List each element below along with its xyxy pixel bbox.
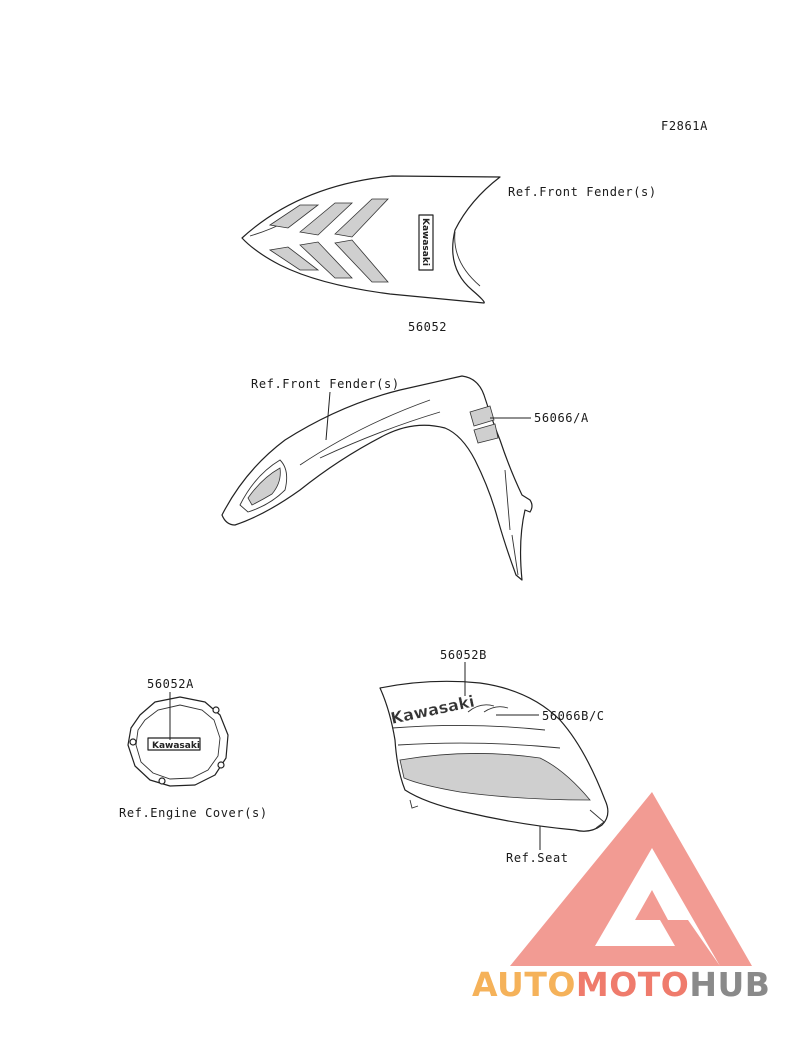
- watermark-text: AUTOMOTOHUB: [472, 965, 770, 1004]
- label-ref-engine-cover: Ref.Engine Cover(s): [119, 806, 268, 820]
- decal-kawasaki-56052: Kawasaki: [420, 218, 430, 266]
- front-fender-side-view: [221, 375, 533, 581]
- engine-cover: Kawasaki: [127, 696, 229, 787]
- watermark-text-hub: HUB: [689, 965, 770, 1004]
- diagram-code: F2861A: [661, 119, 708, 133]
- label-part-56052B: 56052B: [440, 648, 487, 662]
- front-fender-top-view: Kawasaki: [241, 175, 501, 304]
- watermark-text-moto: MOTO: [576, 965, 689, 1004]
- watermark-logo-icon: [510, 792, 752, 966]
- label-part-56066A: 56066/A: [534, 411, 589, 425]
- label-ref-front-fender-top: Ref.Front Fender(s): [508, 185, 657, 199]
- side-cover: Kawasaki: [379, 680, 609, 832]
- label-part-56066BC: 56066B/C: [542, 709, 605, 723]
- watermark-text-auto: AUTO: [472, 965, 576, 1004]
- label-ref-front-fender-side: Ref.Front Fender(s): [251, 377, 400, 391]
- label-part-56052A: 56052A: [147, 677, 194, 691]
- label-part-56052: 56052: [408, 320, 447, 334]
- label-ref-seat: Ref.Seat: [506, 851, 569, 865]
- decal-kawasaki-56052A: Kawasaki: [152, 741, 200, 751]
